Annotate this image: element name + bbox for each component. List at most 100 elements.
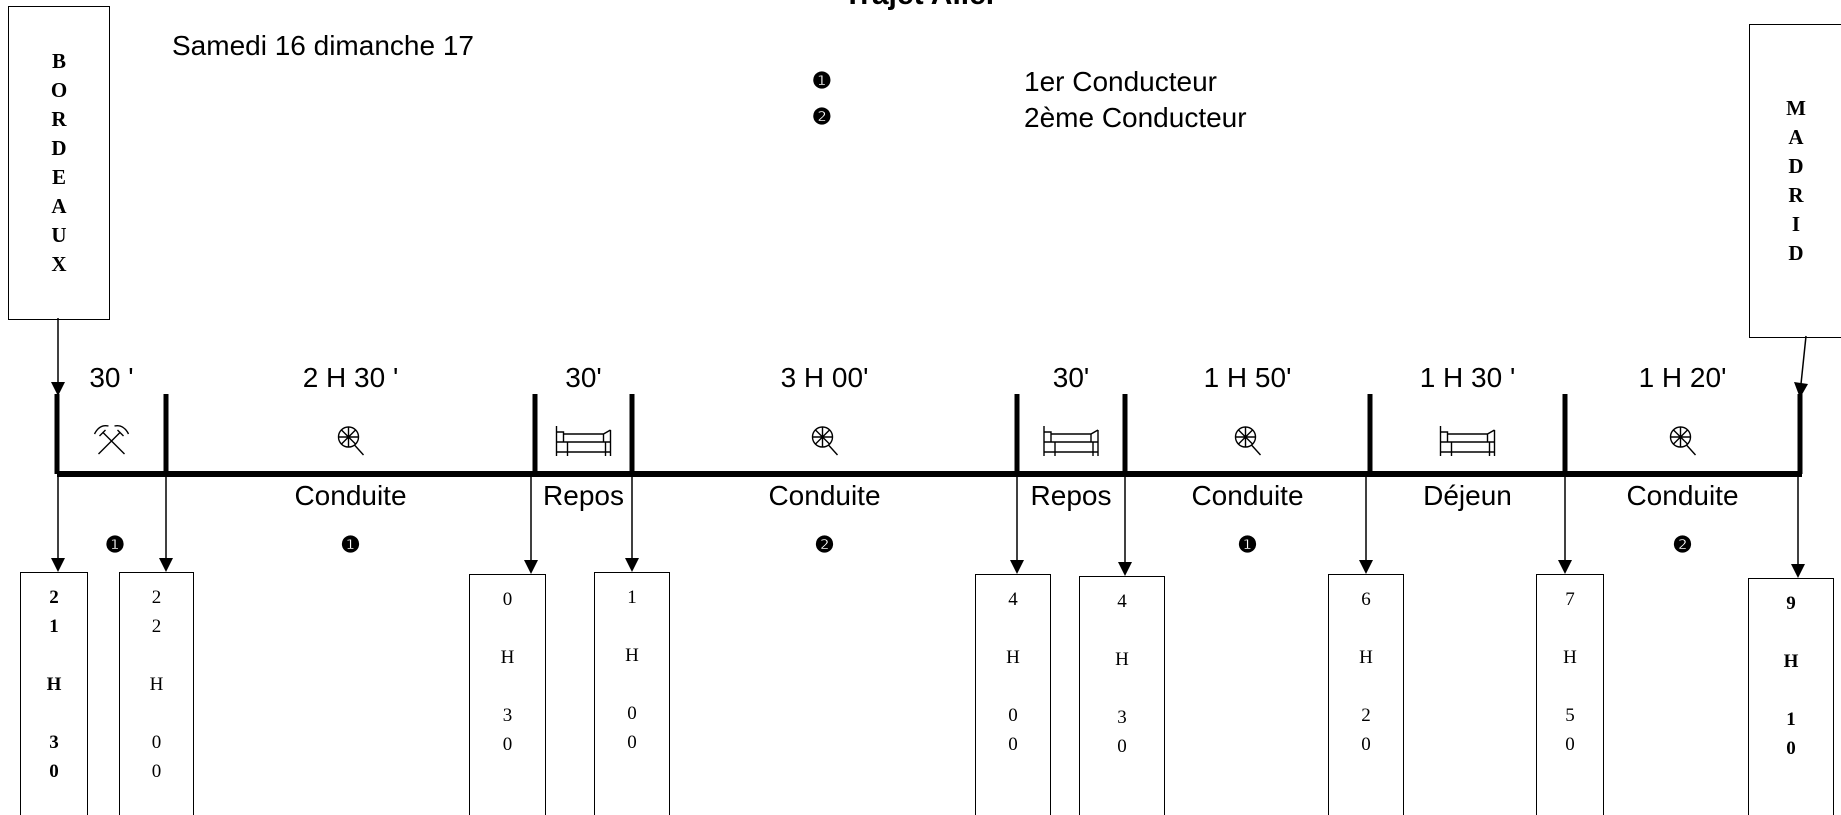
segment-duration-2: 30'	[565, 362, 602, 393]
time-char: H	[1783, 651, 1799, 672]
time-char: H	[1006, 647, 1020, 668]
time-char: 0	[49, 761, 59, 782]
time-char: 7	[1565, 589, 1575, 610]
segment-duration-7: 1 H 20'	[1638, 362, 1727, 393]
time-char: 0	[502, 734, 513, 755]
time-char: 9	[1786, 593, 1796, 614]
time-char: H	[1359, 647, 1373, 668]
segment-duration-5: 1 H 50'	[1203, 362, 1292, 393]
time-arrowhead-2	[524, 560, 538, 574]
time-char: 0	[1008, 705, 1018, 726]
steering-wheel-icon-3	[811, 426, 839, 456]
segment-label-7: Conduite	[1626, 480, 1739, 511]
time-char: 1	[1786, 709, 1796, 730]
city-letter: X	[51, 252, 67, 276]
city-letter: O	[50, 78, 68, 102]
time-char: H	[500, 647, 515, 668]
time-char: 2	[49, 587, 59, 608]
time-arrowhead-1	[159, 558, 173, 572]
legend-driver-2-label: 2ème Conducteur	[1024, 102, 1247, 133]
time-char: H	[1115, 649, 1129, 670]
steering-wheel-icon-7	[1669, 426, 1697, 456]
time-arrowhead-0	[51, 558, 65, 572]
end-city-arrowhead	[1794, 382, 1808, 398]
bed-icon-4	[1043, 426, 1099, 456]
segment-label-1: Conduite	[294, 480, 407, 511]
time-arrowhead-6	[1359, 560, 1373, 574]
bed-icon-2	[555, 426, 612, 456]
time-char: 4	[1008, 589, 1018, 610]
time-char: 0	[1361, 734, 1371, 755]
city-letter: D	[1788, 154, 1804, 178]
segment-label-6: Déjeun	[1423, 480, 1512, 511]
segment-driver-0: ❶	[105, 532, 125, 557]
time-char: 0	[151, 732, 162, 753]
time-char: 2	[151, 616, 162, 637]
date-subtitle: Samedi 16 dimanche 17	[172, 30, 474, 61]
end-city-arrow	[1800, 335, 1807, 385]
time-char: 0	[1117, 736, 1127, 757]
legend-driver-1-label: 1er Conducteur	[1024, 66, 1218, 97]
time-char: 0	[151, 761, 162, 782]
city-letter: D	[51, 136, 67, 160]
time-char: 0	[502, 589, 513, 610]
time-char: 3	[1117, 707, 1127, 728]
segment-driver-5: ❶	[1237, 532, 1258, 557]
diagram-title: Trajet Aller	[0, 0, 1841, 12]
city-letter: D	[1788, 241, 1804, 265]
time-arrowhead-4	[1010, 560, 1024, 574]
segment-duration-6: 1 H 30 '	[1419, 362, 1516, 393]
segment-duration-3: 3 H 00'	[780, 362, 869, 393]
time-arrowhead-7	[1558, 560, 1572, 574]
time-char: 0	[1786, 738, 1796, 759]
time-char: 0	[627, 732, 637, 753]
time-char: 3	[49, 732, 59, 753]
city-letter: A	[51, 194, 67, 218]
time-char: 6	[1361, 589, 1371, 610]
city-letter: R	[51, 107, 67, 131]
hammer-pick-icon-0	[93, 424, 130, 455]
city-letter: I	[1791, 212, 1801, 236]
time-char: 1	[627, 587, 637, 608]
time-char: H	[1563, 647, 1577, 668]
segment-label-3: Conduite	[768, 480, 881, 511]
steering-wheel-icon-5	[1234, 426, 1262, 456]
time-arrowhead-3	[625, 558, 639, 572]
time-char: H	[625, 645, 639, 666]
segment-duration-4: 30'	[1052, 362, 1090, 393]
legend-driver-1-marker: ❶	[812, 68, 832, 93]
segment-label-2: Repos	[543, 480, 624, 511]
segment-driver-3: ❷	[814, 532, 835, 557]
time-char: 0	[1565, 734, 1575, 755]
time-char: 0	[627, 703, 637, 724]
bed-icon-6	[1439, 426, 1496, 456]
time-arrowhead-5	[1118, 562, 1132, 576]
time-char: H	[149, 674, 164, 695]
segment-duration-1: 2 H 30 '	[302, 362, 399, 393]
time-char: 2	[151, 587, 162, 608]
city-letter: R	[1788, 183, 1804, 207]
city-letter: B	[51, 49, 66, 73]
time-char: 2	[1361, 705, 1371, 726]
time-arrowhead-8	[1791, 564, 1805, 578]
legend-driver-2-marker: ❷	[812, 104, 832, 129]
segment-label-4: Repos	[1030, 480, 1112, 511]
time-char: 4	[1117, 591, 1127, 612]
segment-driver-7: ❷	[1672, 532, 1693, 557]
city-letter: M	[1786, 96, 1806, 120]
time-char: 5	[1565, 705, 1575, 726]
time-char: H	[46, 674, 62, 695]
city-letter: U	[51, 223, 67, 247]
